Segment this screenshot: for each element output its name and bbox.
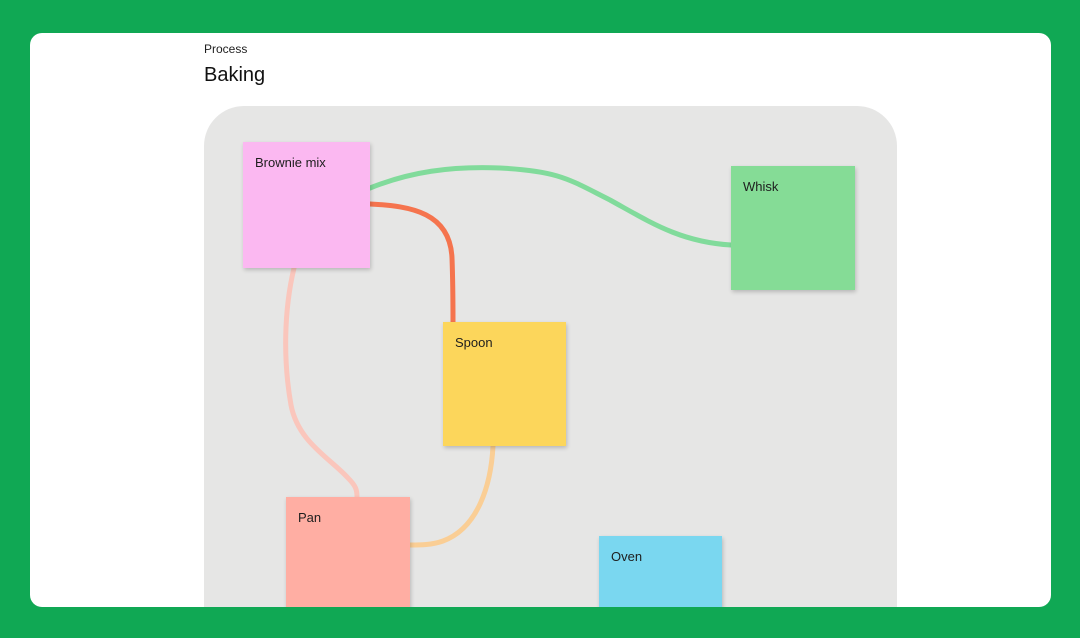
board-header: Process Baking [204, 41, 265, 88]
sticky-note-label: Oven [611, 549, 643, 564]
sticky-note-spoon[interactable]: Spoon [443, 322, 566, 446]
connector-brownie-mix-to-whisk[interactable] [367, 165, 734, 248]
connector-brownie-mix-to-pan[interactable] [283, 265, 360, 500]
connectors-layer [283, 165, 734, 548]
connector-spoon-to-pan[interactable] [407, 443, 496, 548]
sticky-note-brownie-mix[interactable]: Brownie mix [243, 142, 370, 268]
sticky-note-oven[interactable]: Oven [599, 536, 722, 607]
sticky-note-label: Spoon [455, 335, 493, 350]
sticky-note-label: Brownie mix [255, 155, 326, 170]
sticky-note-pan[interactable]: Pan [286, 497, 410, 607]
sticky-note-whisk[interactable]: Whisk [731, 166, 855, 290]
board-category-label: Process [204, 42, 248, 56]
page-title: Baking [204, 64, 266, 86]
connector-brownie-mix-to-spoon[interactable] [367, 201, 456, 325]
sticky-note-label: Pan [298, 510, 322, 525]
sticky-note-label: Whisk [743, 179, 779, 194]
